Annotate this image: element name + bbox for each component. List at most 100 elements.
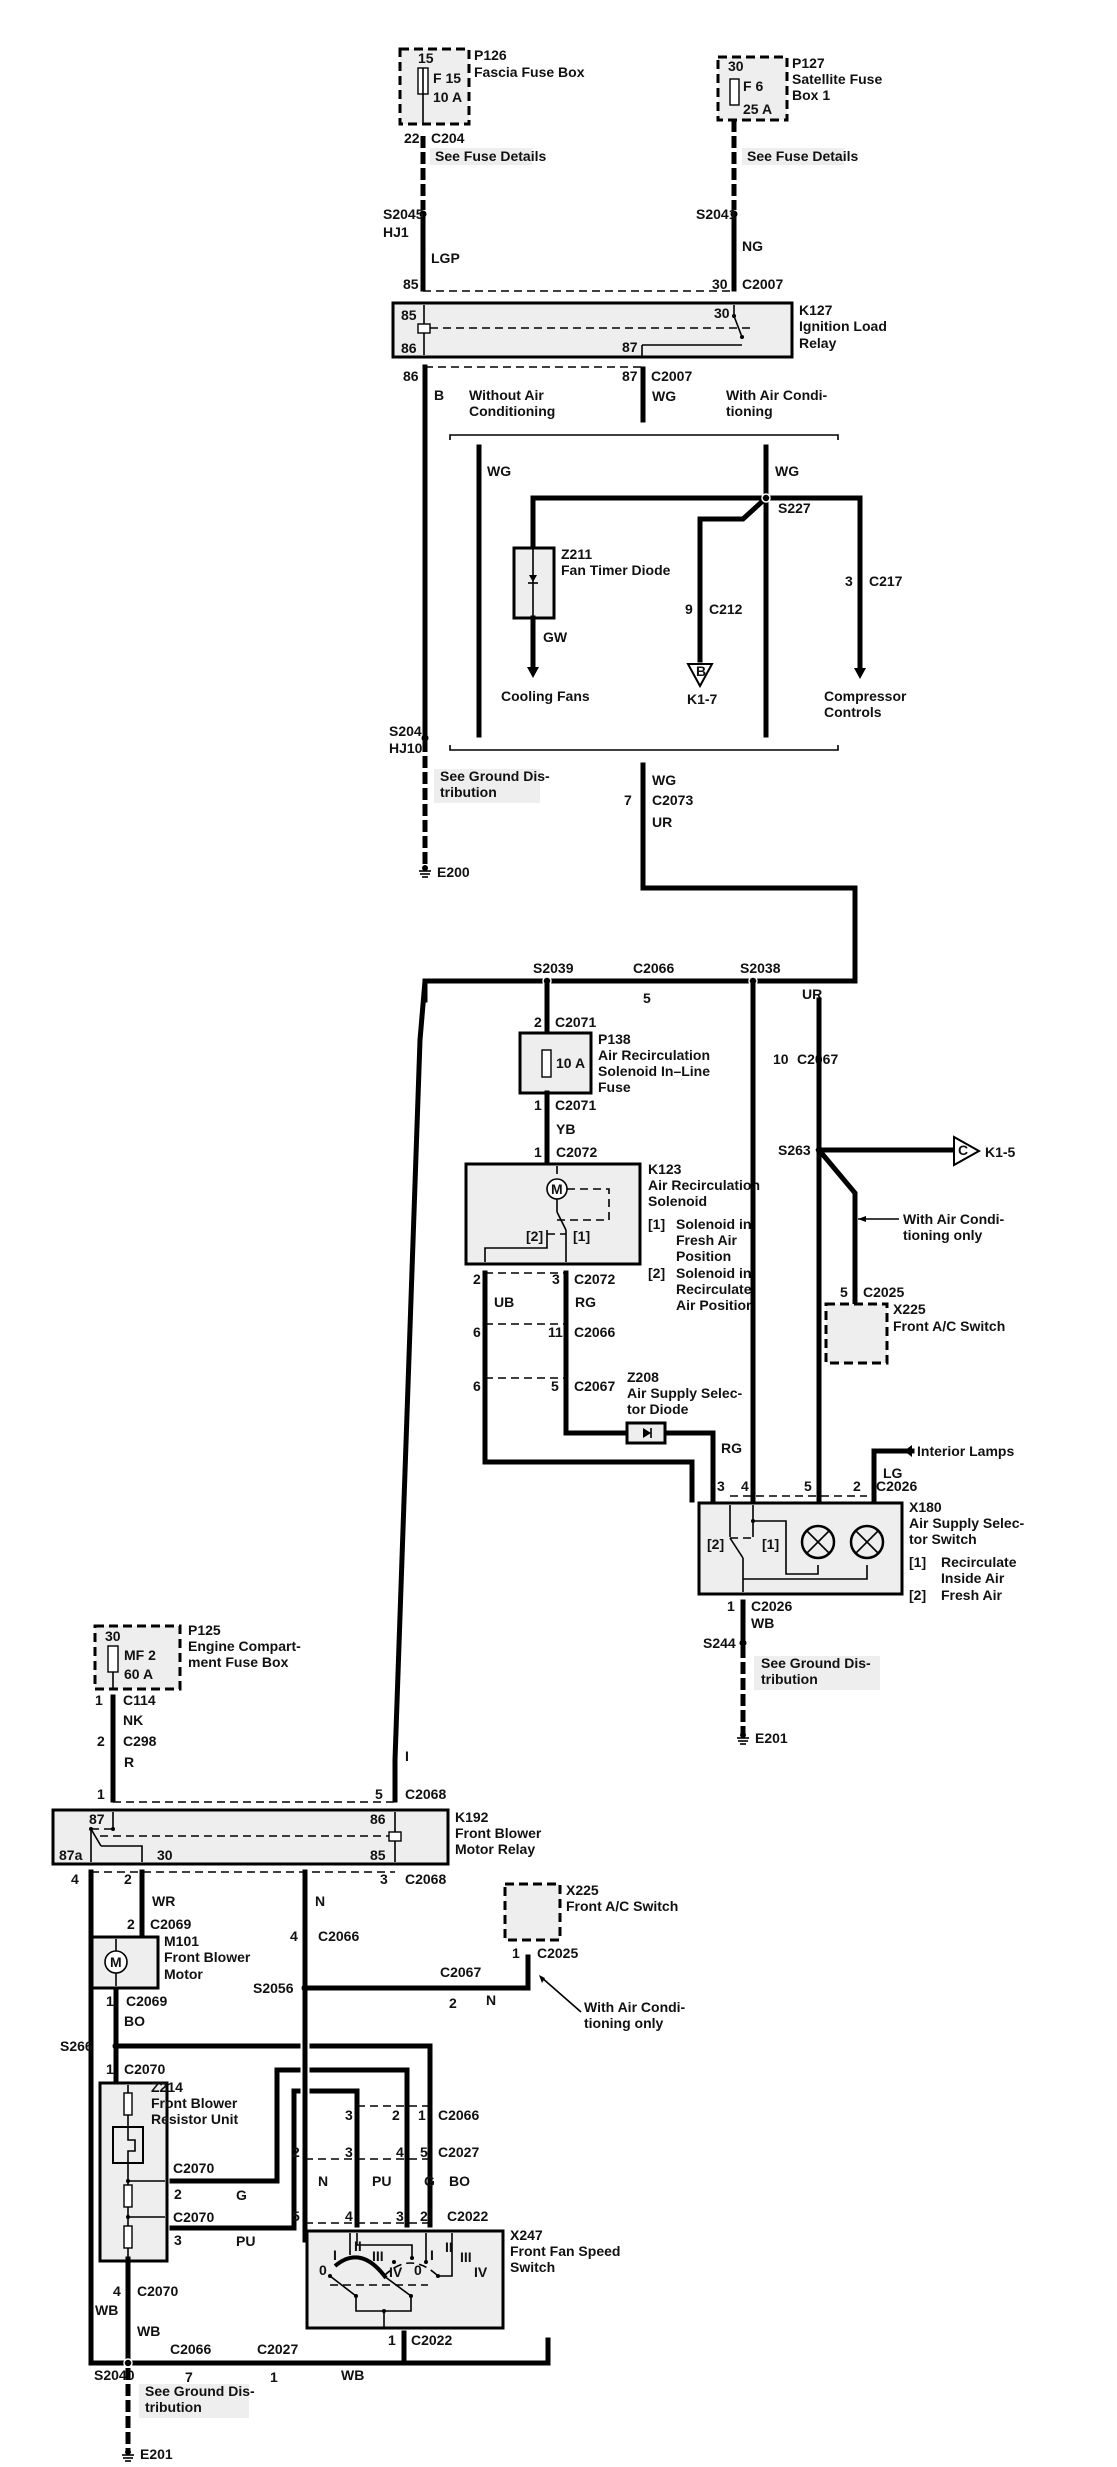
wire-color-r: R: [124, 1754, 134, 1770]
m101-front-blower-motor[interactable]: M M101 Front Blower Motor: [90, 1933, 251, 1990]
m101-motor-label: M: [110, 1954, 122, 1970]
z214-name-1: Front Blower: [151, 2095, 238, 2111]
pin-1-c2025: 1: [512, 1945, 520, 1961]
c212-label: C212: [709, 601, 743, 617]
wire-color-ur: UR: [652, 814, 672, 830]
wire-to-x225-top[interactable]: [815, 1146, 858, 1307]
x180-air-supply-selector-switch[interactable]: [2] [1] X180 Air Supply Selec- tor Switc…: [697, 1499, 1024, 1603]
offpage-k1-7[interactable]: K1-7: [687, 691, 718, 707]
pin-2-c2066-b: 2: [392, 2107, 400, 2123]
wire-lg[interactable]: [871, 1448, 915, 1503]
x247-front-fan-speed-switch[interactable]: 0 I II III IV 0 I II III IV X247 Front F…: [305, 2227, 620, 2330]
wire-color-nk: NK: [123, 1712, 143, 1728]
x225-bottom-name: Front A/C Switch: [566, 1898, 678, 1914]
pin-1-c2027: 1: [270, 2369, 278, 2385]
splice-hj1-label: HJ1: [383, 224, 409, 240]
see-ground-1-l2[interactable]: tribution: [440, 784, 497, 800]
k123-air-recirculation-solenoid[interactable]: M [2] [1] K123 Air Recirculation Solenoi…: [464, 1161, 760, 1313]
wire-color-n-speed: N: [318, 2173, 328, 2189]
z208-name-1: Air Supply Selec-: [627, 1385, 742, 1401]
with-ac-l1: With Air Condi-: [726, 387, 828, 403]
c2066-mid-label: C2066: [574, 1324, 615, 1340]
cooling-fans-label: Cooling Fans: [501, 688, 590, 704]
p126-fascia-fuse-box[interactable]: 15 F 15 10 A P126 Fascia Fuse Box: [398, 47, 585, 126]
c2027-ground-label: C2027: [257, 2341, 298, 2357]
offpage-connector-b[interactable]: [686, 663, 714, 689]
c204-label: C204: [431, 130, 465, 146]
k192-name-2: Motor Relay: [455, 1841, 535, 1857]
x225-front-ac-switch-bottom[interactable]: X225 Front A/C Switch: [503, 1882, 678, 1942]
pin-3-c2066-b: 3: [345, 2107, 353, 2123]
ground-e201-mid: E201: [755, 1730, 788, 1746]
pin-2-c2022: 2: [420, 2208, 428, 2224]
p126-rating: 10 A: [433, 89, 462, 105]
pin-22: 22: [404, 130, 420, 146]
relay-coil-icon: [388, 1831, 402, 1842]
c2070-label-pu: C2070: [173, 2209, 214, 2225]
p125-engine-compartment-fuse-box[interactable]: 30 MF 2 60 A P125 Engine Compart- ment F…: [93, 1622, 301, 1691]
pin-1-c2070: 1: [106, 2061, 114, 2077]
wire-g[interactable]: [169, 2067, 301, 2184]
wire-s227-branch[interactable]: [530, 495, 863, 673]
pin-2-c2072: 2: [473, 1271, 481, 1287]
pin-10-c2067: 10: [773, 1051, 789, 1067]
wire-color-pu-speed: PU: [372, 2173, 391, 2189]
wire-g-2[interactable]: [309, 2067, 410, 2109]
wire-bo-cross-2[interactable]: [309, 2043, 433, 2109]
wire-color-n-top: N: [315, 1893, 325, 1909]
m101-name-1: Front Blower: [164, 1949, 251, 1965]
c2069-label-top: C2069: [150, 1916, 191, 1932]
wire-ur-to-k192[interactable]: [392, 978, 858, 1803]
x225-bottom-id: X225: [566, 1882, 599, 1898]
k127-ignition-load-relay[interactable]: 85 86 30 87 K127 Ignition Load Relay: [391, 301, 887, 359]
z211-fan-timer-diode[interactable]: Z211 Fan Timer Diode: [512, 546, 671, 620]
c2069-label-bottom: C2069: [126, 1993, 167, 2009]
wire-pu-2[interactable]: [309, 2088, 360, 2109]
k192-front-blower-motor-relay[interactable]: 87 87a 30 86 85 K192 Front Blower Motor …: [51, 1808, 542, 1866]
offpage-k1-5[interactable]: K1-5: [985, 1144, 1016, 1160]
see-ground-3-l2[interactable]: tribution: [145, 2399, 202, 2415]
compressor-l2: Controls: [824, 704, 882, 720]
offpage-connector-c[interactable]: [953, 1135, 982, 1167]
wire-ub[interactable]: [482, 1270, 695, 1503]
diode-icon: [529, 575, 537, 582]
z211-name: Fan Timer Diode: [561, 562, 671, 578]
splice-s227: [761, 493, 771, 503]
resistor-icon: [123, 2184, 133, 2208]
wire-color-pu-label: PU: [236, 2233, 255, 2249]
wire-k1-7-branch[interactable]: [697, 494, 770, 663]
see-fuse-details-left[interactable]: See Fuse Details: [435, 148, 546, 164]
see-ground-1-l1[interactable]: See Ground Dis-: [440, 768, 550, 784]
see-ground-2-l2[interactable]: tribution: [761, 1671, 818, 1687]
k123-pos1: [1]: [573, 1228, 590, 1244]
z214-front-blower-resistor-unit[interactable]: Z214 Front Blower Resistor Unit: [98, 2079, 238, 2263]
without-ac-l1: Without Air: [469, 387, 544, 403]
pin-1-c2072: 1: [534, 1144, 542, 1160]
wire-pu[interactable]: [169, 2088, 301, 2231]
k123-motor-label: M: [551, 1181, 563, 1197]
pin-85-top: 85: [403, 276, 419, 292]
k123-name-2: Solenoid: [648, 1193, 707, 1209]
p126-pin: 15: [418, 50, 434, 66]
pin-1-c2022: 1: [388, 2332, 396, 2348]
arrow-down-icon: [527, 667, 539, 678]
pin-30-top: 30: [712, 276, 728, 292]
z208-air-supply-selector-diode[interactable]: Z208 Air Supply Selec- tor Diode: [625, 1369, 742, 1445]
wire-color-rg: RG: [575, 1294, 596, 1310]
fuse-icon: [729, 78, 740, 106]
p138-inline-fuse[interactable]: 10 A P138 Air Recirculation Solenoid In–…: [518, 1031, 710, 1095]
see-ground-3-l1[interactable]: See Ground Dis-: [145, 2383, 255, 2399]
ground-e200: E200: [437, 864, 470, 880]
wire-n-to-x225[interactable]: [302, 1954, 531, 1991]
k123-id: K123: [648, 1161, 682, 1177]
pin-5-c2025: 5: [840, 1284, 848, 1300]
see-fuse-details-right[interactable]: See Fuse Details: [747, 148, 858, 164]
splice-s204: [421, 734, 429, 742]
wire-color-wb-x180: WB: [751, 1615, 774, 1631]
splice-s244: [739, 1639, 747, 1647]
k192-name-1: Front Blower: [455, 1825, 542, 1841]
see-ground-2-l1[interactable]: See Ground Dis-: [761, 1655, 871, 1671]
x225-front-ac-switch-top[interactable]: X225 Front A/C Switch: [824, 1301, 1005, 1365]
p127-satellite-fuse-box[interactable]: 30 F 6 25 A P127 Satellite Fuse Box 1: [716, 55, 882, 122]
